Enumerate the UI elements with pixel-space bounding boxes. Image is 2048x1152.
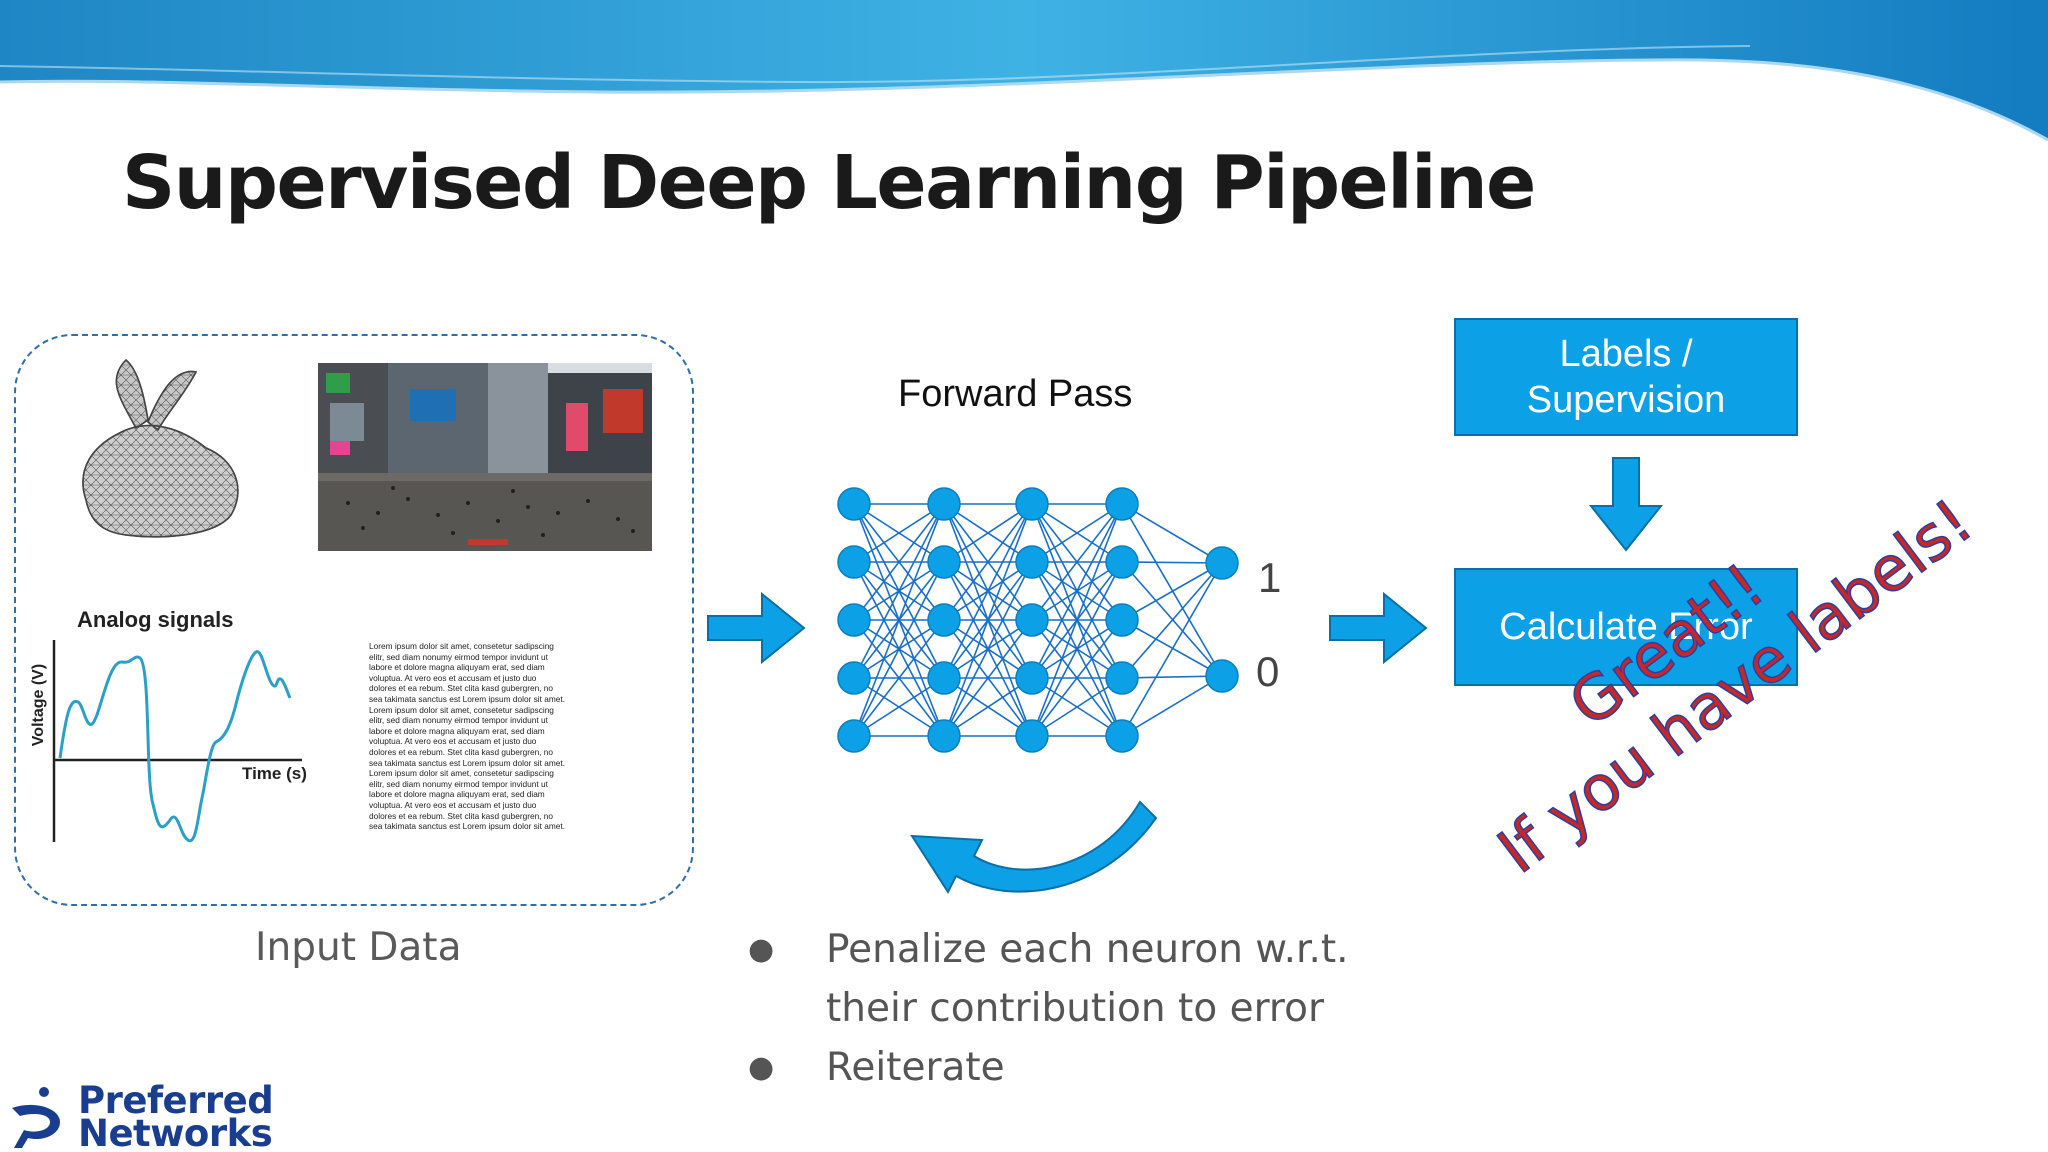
network-node <box>837 603 871 637</box>
network-edge <box>1031 503 1123 679</box>
network-node <box>1015 719 1049 753</box>
network-edge <box>1121 561 1223 677</box>
network-edge <box>1121 503 1223 564</box>
network-edge <box>1031 619 1123 737</box>
forward-pass-label: Forward Pass <box>898 373 1133 415</box>
network-edge <box>943 677 1033 737</box>
network-edge <box>943 561 1033 737</box>
input-data-panel <box>14 334 694 906</box>
neural-network-diagram <box>837 487 1239 753</box>
network-edge <box>1031 503 1123 621</box>
network-edge <box>1121 675 1223 737</box>
analog-signal-plot <box>52 640 302 843</box>
network-edge <box>853 561 945 737</box>
bunny-mesh-image <box>82 358 239 538</box>
bullet-item: ● Penalize each neuron w.r.t. their cont… <box>748 920 1448 1038</box>
network-node <box>1015 661 1049 695</box>
network-edge <box>1031 561 1123 737</box>
output-label-1: 1 <box>1258 554 1282 601</box>
network-node <box>927 487 961 521</box>
network-node <box>1205 546 1239 580</box>
network-node <box>1205 659 1239 693</box>
network-node <box>1105 603 1139 637</box>
network-node <box>1105 487 1139 521</box>
network-node <box>837 545 871 579</box>
signal-x-axis-label: Time (s) <box>242 764 307 783</box>
network-edge <box>853 677 945 737</box>
network-node <box>1015 603 1049 637</box>
bullet-text: Penalize each neuron w.r.t. their contri… <box>826 927 1349 1031</box>
network-edge <box>853 619 945 737</box>
calculate-error-box: Calculate Error <box>1454 568 1798 686</box>
preferred-networks-logo-icon <box>12 1087 60 1148</box>
logo-line-2: Networks <box>78 1112 273 1152</box>
signal-title: Analog signals <box>77 607 234 632</box>
network-edge <box>943 503 1033 737</box>
network-edge <box>1121 562 1223 621</box>
network-edge <box>1121 562 1223 679</box>
network-node <box>927 719 961 753</box>
output-label-0: 0 <box>1256 648 1280 695</box>
network-nodes <box>837 487 1239 753</box>
network-node <box>1105 719 1139 753</box>
labels-box-line-2: Supervision <box>1526 379 1726 421</box>
network-node <box>1105 545 1139 579</box>
network-edge <box>943 503 1033 563</box>
network-node <box>927 545 961 579</box>
network-edge <box>1031 677 1123 737</box>
arrow-down-icon <box>1588 457 1664 552</box>
network-node <box>927 661 961 695</box>
network-edge <box>853 503 945 563</box>
network-edge <box>1031 503 1123 737</box>
arrow-right-icon <box>707 591 806 665</box>
network-edge <box>943 503 1033 621</box>
calculate-error-label: Calculate Error <box>1499 606 1753 648</box>
input-data-caption: Input Data <box>255 925 462 970</box>
network-node <box>837 487 871 521</box>
network-node <box>837 661 871 695</box>
network-edge <box>943 619 1033 737</box>
header-wave <box>0 0 2048 142</box>
network-node <box>1105 661 1139 695</box>
network-edge <box>853 503 945 621</box>
backpropagation-arrow-icon <box>910 800 1158 894</box>
bullet-icon: ● <box>748 1050 775 1085</box>
logo-line-1: Preferred <box>78 1079 274 1122</box>
network-node <box>837 719 871 753</box>
labels-supervision-box: Labels / Supervision <box>1454 318 1798 436</box>
labels-box-line-1: Labels / <box>1559 333 1693 375</box>
city-crowd-photo <box>318 363 652 551</box>
bullet-text: Reiterate <box>826 1045 1005 1090</box>
preferred-networks-logo: Preferred Networks <box>78 1079 274 1152</box>
bullet-item: ● Reiterate <box>748 1038 1448 1097</box>
network-edge <box>853 503 945 737</box>
bullet-icon: ● <box>748 932 775 967</box>
page-title: Supervised Deep Learning Pipeline <box>122 140 1536 226</box>
lorem-ipsum-text: Lorem ipsum dolor sit amet, consetetur s… <box>369 641 565 832</box>
network-node <box>1015 487 1049 521</box>
network-edge <box>1121 503 1223 677</box>
arrow-right-icon-2 <box>1329 591 1428 665</box>
network-edge <box>853 503 945 679</box>
bullet-list: ● Penalize each neuron w.r.t. their cont… <box>748 920 1448 1097</box>
network-node <box>1015 545 1049 579</box>
network-node <box>927 603 961 637</box>
network-edge <box>1031 503 1123 563</box>
network-edge <box>1121 562 1223 737</box>
network-edge <box>943 503 1033 679</box>
